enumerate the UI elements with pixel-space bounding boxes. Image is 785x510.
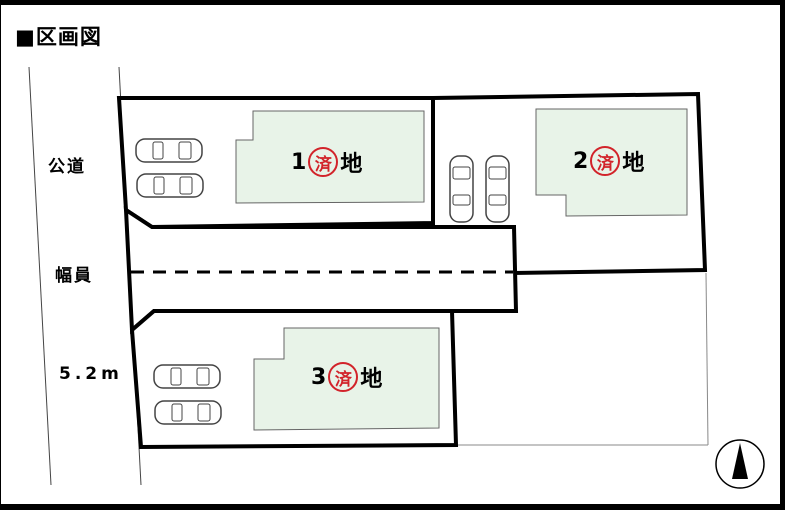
road-label-line2: 幅員 [55, 266, 93, 286]
sold-stamp-icon: 済 [308, 147, 339, 177]
north-arrow-icon [715, 439, 765, 489]
lot-1-label: 1 済 地 [291, 146, 362, 178]
sold-stamp-icon: 済 [590, 146, 621, 176]
lot-number: 2 [573, 148, 589, 174]
boundary-line [705, 272, 709, 446]
car-icon [449, 155, 474, 223]
road-label-line3: 5.2m [59, 364, 123, 384]
page-title: ■区画図 [15, 25, 102, 49]
car-icon [135, 138, 203, 163]
lot-number: 3 [311, 364, 327, 390]
car-icon [154, 400, 222, 425]
car-icon [153, 364, 221, 389]
lot-3-label: 3 済 地 [311, 361, 382, 393]
road-edge-line [28, 66, 52, 486]
car-icon [485, 155, 510, 223]
lot-suffix: 地 [360, 367, 383, 392]
site-plan-drawing [28, 66, 765, 489]
lot-suffix: 地 [340, 152, 363, 177]
road-label-line1: 公道 [48, 157, 86, 177]
lot-2-label: 2 済 地 [573, 145, 644, 177]
lot-suffix: 地 [622, 151, 645, 176]
car-icon [136, 173, 204, 198]
sold-stamp-icon: 済 [328, 362, 359, 392]
lot-number: 1 [291, 149, 307, 175]
